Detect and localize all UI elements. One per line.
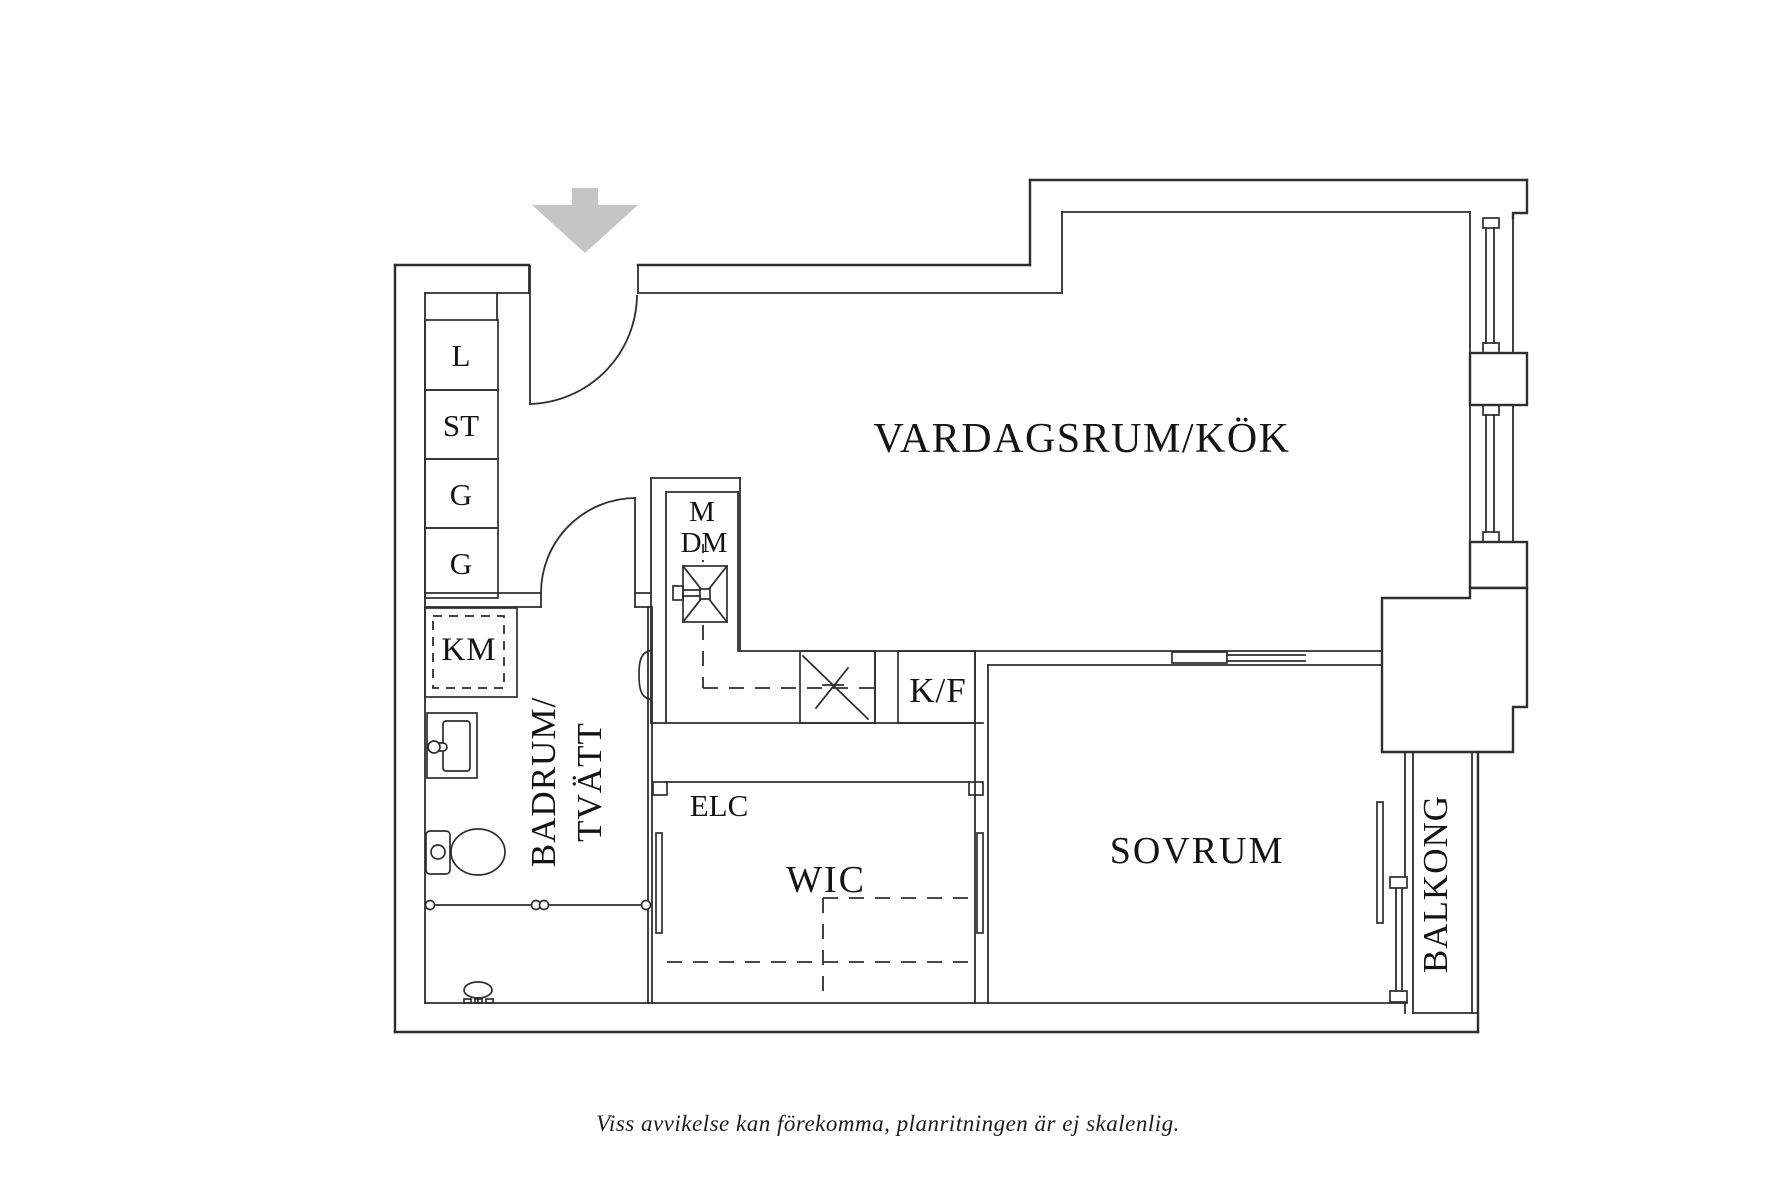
window-cap-icon: [1482, 404, 1500, 416]
divider-wall: [974, 650, 1383, 1004]
sliding-door-leaf: [976, 832, 984, 934]
room-label-bedroom: SOVRUM: [1110, 830, 1285, 872]
sliding-door-leaf: [655, 832, 663, 934]
fridge-freezer-label: K/F: [909, 671, 966, 710]
hall-closets: L ST G G: [424, 319, 499, 599]
toilet-icon: [425, 828, 506, 876]
bathroom: KM BADRUM/: [424, 497, 653, 1004]
shower-curtain-icon: [424, 899, 652, 911]
floor-drain-icon: [463, 981, 494, 1004]
wall-pier: [1468, 351, 1529, 407]
entry-door-arc-icon: [529, 295, 638, 405]
closet-st-label: ST: [443, 408, 479, 443]
window-cap-icon: [1482, 342, 1500, 354]
entrance-arrow-icon: [532, 188, 638, 253]
balcony: [1376, 750, 1480, 1034]
closet-g2-label: G: [450, 546, 472, 581]
room-label-balcony: BALKONG: [1416, 795, 1455, 973]
bathroom-sink-icon: [426, 712, 478, 779]
wall-niche-icon: [638, 649, 653, 701]
window-cap-icon: [1482, 531, 1500, 543]
room-label-bathroom-line2: TVÄTT: [570, 722, 609, 842]
window-cap-icon: [1389, 876, 1408, 889]
balcony-sliding-door-leaf: [1376, 801, 1384, 924]
facade-windows: [1380, 217, 1529, 754]
window-cap-icon: [1482, 217, 1500, 229]
room-label-bathroom-line1: BADRUM/: [524, 697, 563, 867]
dishwasher-label: DM: [681, 527, 728, 559]
elc-closet: [652, 781, 984, 796]
washing-machine-label: KM: [441, 632, 496, 668]
closet-g2: [424, 527, 499, 599]
closet-g1-label: G: [450, 477, 472, 512]
radiator-icon: [1171, 651, 1306, 664]
disclaimer-text: Viss avvikelse kan förekomma, planritnin…: [596, 1111, 1180, 1136]
window-cap-icon: [1389, 990, 1408, 1003]
room-label-wic: WIC: [786, 859, 866, 901]
room-label-living-kitchen: VARDAGSRUM/KÖK: [874, 416, 1291, 462]
room-label-elc: ELC: [690, 788, 749, 823]
closet-l-label: L: [452, 338, 471, 373]
wall-pier: [1468, 540, 1529, 590]
wall-mass: [1380, 586, 1529, 754]
stove-icon: [799, 650, 876, 724]
wic: [655, 832, 984, 1002]
microwave-label: M: [689, 496, 715, 528]
kitchen-sink-icon: [672, 544, 729, 624]
bathroom-door-arc-icon: [540, 497, 636, 593]
washing-machine-icon: [424, 607, 518, 698]
kitchen: K/F M DM: [650, 477, 984, 724]
entrance: [529, 188, 638, 405]
